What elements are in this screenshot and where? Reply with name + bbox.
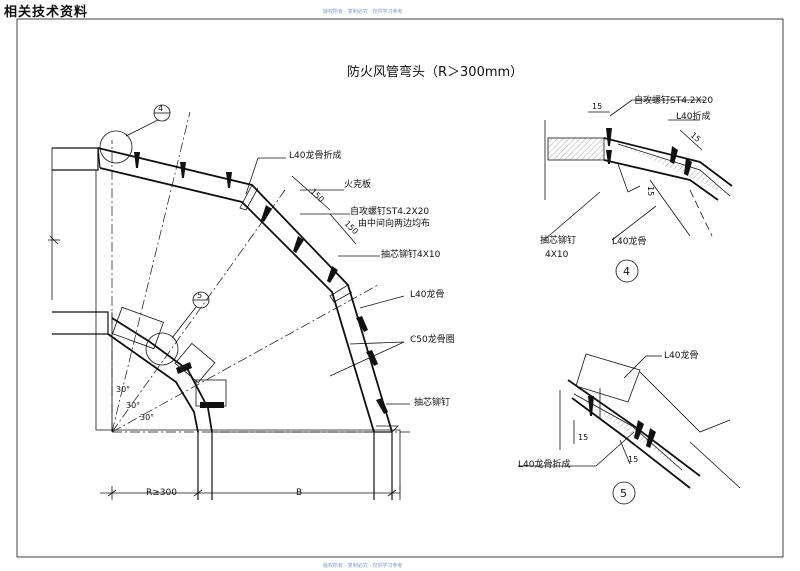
d5-dim-15-a: 15 [578, 433, 588, 442]
label-c50-ring: C50龙骨圈 [410, 333, 455, 345]
label-blind-rivet: 抽芯铆钉4X10 [381, 248, 441, 260]
d4-dim-15-a: 15 [592, 102, 602, 111]
detail-5-view: 15 15 L40龙骨 L40龙骨折成 5 [518, 349, 741, 505]
d4-label-l40-fold: L40折成 [676, 110, 710, 122]
detail-5-badge [612, 481, 636, 505]
callout-5-number: 5 [197, 291, 202, 300]
label-l40-bend-fold: L40龙骨折成 [289, 149, 341, 161]
callout-4-number: 4 [158, 104, 163, 113]
label-blind-rivet-2: 抽芯铆钉 [414, 396, 450, 408]
d4-label-screw: 自攻螺钉ST4.2X20 [634, 94, 713, 106]
detail-4-number: 4 [623, 265, 630, 278]
d5-label-l40-keel: L40龙骨 [664, 349, 698, 361]
bottom-dimension [100, 486, 401, 500]
drawing-title: 防火风管弯头（R＞300mm） [347, 64, 523, 80]
detail-5-number: 5 [620, 487, 627, 500]
label-screw-line2: 由中间向两边均布 [358, 217, 430, 229]
angle-label-2: 30° [126, 401, 140, 410]
d4-dim-15-b: 15 [689, 131, 703, 144]
dim-b: B [296, 488, 302, 498]
d4-dim-15-c: 15 [646, 186, 655, 196]
corner-label: 相关技术资料 [4, 5, 89, 20]
angle-label-3: 30° [140, 413, 154, 422]
inner-elbow-band [107, 306, 227, 433]
watermark-bottom: 版权所有 · 复制必究 · 仅供学习参考 [323, 563, 403, 569]
label-l40-keel: L40龙骨 [410, 288, 444, 300]
d5-label-l40-fold: L40龙骨折成 [518, 458, 570, 470]
d4-label-rivet-size: 4X10 [545, 250, 569, 260]
fastener-marks [134, 152, 388, 414]
d5-dim-15-b: 15 [628, 455, 638, 464]
label-fire-board: 火克板 [344, 178, 371, 190]
outer-elbow-band [97, 147, 399, 433]
detail-4-view: 15 15 15 自攻螺钉ST4.2X20 L40折成 抽芯铆钉 4X10 L4… [540, 94, 733, 283]
d4-label-l40-keel: L40龙骨 [612, 235, 646, 247]
label-screw-line1: 自攻螺钉ST4.2X20 [350, 205, 429, 217]
dim-radius: R≥300 [146, 488, 177, 498]
main-elbow-view: R≥300 B 30° 30° 30° 150 150 4 5 L40龙骨折成 … [48, 104, 455, 500]
radial-center-lines [111, 111, 410, 433]
angle-label-1: 30° [116, 385, 130, 394]
detail-4-badge [615, 259, 639, 283]
drawing-frame [16, 18, 784, 558]
watermark-top: 版权所有 · 复制必究 · 仅供学习参考 [323, 9, 403, 15]
d4-label-rivet: 抽芯铆钉 [540, 234, 576, 246]
